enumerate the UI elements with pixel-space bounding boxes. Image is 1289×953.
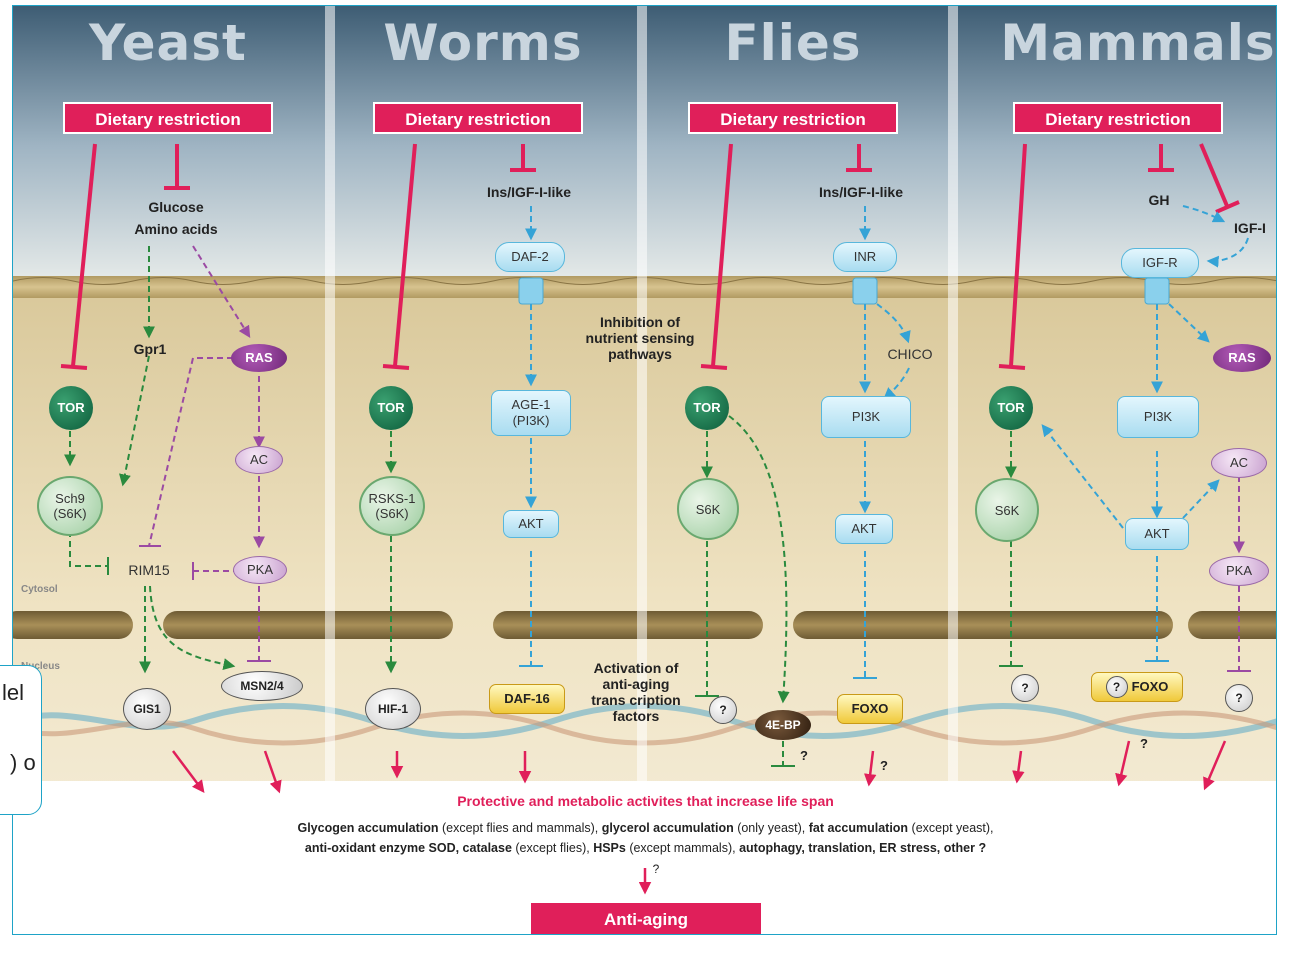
column-title-yeast: Yeast (73, 14, 263, 72)
ras-node-mammals: RAS (1213, 344, 1271, 372)
description-segment: (except mammals), (626, 841, 739, 855)
age1-node: AGE-1 (PI3K) (491, 390, 571, 436)
inhibition-line-2: nutrient sensing (565, 330, 715, 346)
ac-node-mammals: AC (1211, 448, 1267, 478)
inhibition-line-1: Inhibition of (565, 314, 715, 330)
rsks1-node: RSKS-1 (S6K) (359, 476, 425, 536)
inhibition-note: Inhibition of nutrient sensing pathways (565, 314, 715, 362)
msn-node: MSN2/4 (221, 671, 303, 701)
age1-label: AGE-1 (511, 397, 550, 413)
callout-text-2: ) o (10, 750, 36, 776)
pi3k-node-mammals: PI3K (1117, 396, 1199, 438)
pathway-diagram: Yeast Worms Flies Mammals Dietary restri… (13, 6, 1277, 935)
description-segment: anti-oxidant enzyme SOD, catalase (305, 841, 512, 855)
pi3k-node-flies: PI3K (821, 396, 911, 438)
daf16-node: DAF-16 (489, 684, 565, 714)
foxo-node-mammals: ? FOXO (1091, 672, 1183, 702)
chico-label: CHICO (875, 346, 945, 362)
gpr1-label: Gpr1 (125, 341, 175, 357)
sch9-label: Sch9 (55, 491, 85, 506)
4ebp-node: 4E-BP (755, 710, 811, 740)
dietary-restriction-mammals: Dietary restriction (1013, 102, 1223, 134)
ins-igf-label-worms: Ins/IGF-I-like (469, 184, 589, 200)
description-segment: autophagy, translation, ER stress, other… (739, 841, 986, 855)
description-segment: HSPs (593, 841, 626, 855)
question-mammals-arrow: ? (1137, 736, 1151, 751)
description-segment: glycerol accumulation (602, 821, 734, 835)
description-line-2: anti-oxidant enzyme SOD, catalase (excep… (13, 841, 1277, 855)
question-node-mammals-3: ? (1225, 684, 1253, 712)
dietary-restriction-worms: Dietary restriction (373, 102, 583, 134)
tor-node-worms: TOR (369, 386, 413, 430)
foxo-label-mammals: FOXO (1132, 673, 1169, 701)
rim15-label: RIM15 (117, 562, 181, 578)
gh-label: GH (1141, 192, 1177, 208)
activation-line-2: anti-aging (571, 676, 701, 692)
age1-pi3k-label: (PI3K) (513, 413, 550, 429)
s6k-node-mammals: S6K (975, 478, 1039, 542)
igfr-node: IGF-R (1121, 248, 1199, 278)
daf2-node: DAF-2 (495, 242, 565, 272)
hif1-node: HIF-1 (365, 688, 421, 730)
foxo-node-flies: FOXO (837, 694, 903, 724)
column-title-flies: Flies (708, 14, 878, 72)
dietary-restriction-yeast: Dietary restriction (63, 102, 273, 134)
activation-note: Activation of anti-aging trans cription … (571, 660, 701, 724)
rsks1-s6k-label: (S6K) (375, 506, 408, 521)
question-node-mammals-1: ? (1011, 674, 1039, 702)
description-segment: Glycogen accumulation (297, 821, 438, 835)
activation-line-1: Activation of (571, 660, 701, 676)
protective-activities-heading: Protective and metabolic activites that … (13, 793, 1277, 809)
activation-line-3: trans cription (571, 692, 701, 708)
inr-node: INR (833, 242, 897, 272)
tor-node-mammals: TOR (989, 386, 1033, 430)
inhibition-line-3: pathways (565, 346, 715, 362)
akt-node-mammals: AKT (1125, 518, 1189, 550)
description-segment: (except flies), (512, 841, 593, 855)
pka-node-mammals: PKA (1209, 556, 1269, 586)
amino-acids-label: Amino acids (121, 221, 231, 237)
question-4ebp-label: ? (797, 748, 811, 763)
figure-frame: Yeast Worms Flies Mammals Dietary restri… (12, 5, 1277, 935)
description-segment: (except flies and mammals), (438, 821, 601, 835)
ins-igf-label-flies: Ins/IGF-I-like (791, 184, 931, 200)
ras-node-yeast: RAS (231, 344, 287, 372)
akt-node-flies: AKT (835, 514, 893, 544)
pka-node-yeast: PKA (233, 556, 287, 584)
callout-text-1: lel (2, 680, 24, 706)
activation-line-4: factors (571, 708, 701, 724)
sch9-node: Sch9 (S6K) (37, 476, 103, 536)
sch9-s6k-label: (S6K) (53, 506, 86, 521)
dietary-restriction-flies: Dietary restriction (688, 102, 898, 134)
question-foxo-flies-label: ? (877, 758, 891, 773)
anti-aging-box: Anti-aging (531, 903, 761, 935)
description-segment: (only yeast), (734, 821, 809, 835)
gis1-node: GIS1 (123, 688, 171, 730)
question-in-foxo-mammals: ? (1106, 676, 1128, 698)
tor-node-yeast: TOR (49, 386, 93, 430)
igf1-label: IGF-I (1225, 220, 1275, 236)
question-final-label: ? (649, 862, 663, 876)
cytosol-label: Cytosol (21, 584, 58, 595)
question-node-flies: ? (709, 696, 737, 724)
akt-node-worms: AKT (503, 510, 559, 538)
column-title-mammals: Mammals (988, 14, 1277, 72)
ac-node-yeast: AC (235, 446, 283, 474)
description-line-1: Glycogen accumulation (except flies and … (13, 821, 1277, 835)
tor-node-flies: TOR (685, 386, 729, 430)
s6k-node-flies: S6K (677, 478, 739, 540)
rsks1-label: RSKS-1 (369, 491, 416, 506)
glucose-label: Glucose (131, 199, 221, 215)
column-title-worms: Worms (378, 14, 588, 72)
description-segment: fat accumulation (809, 821, 908, 835)
description-segment: (except yeast), (908, 821, 993, 835)
